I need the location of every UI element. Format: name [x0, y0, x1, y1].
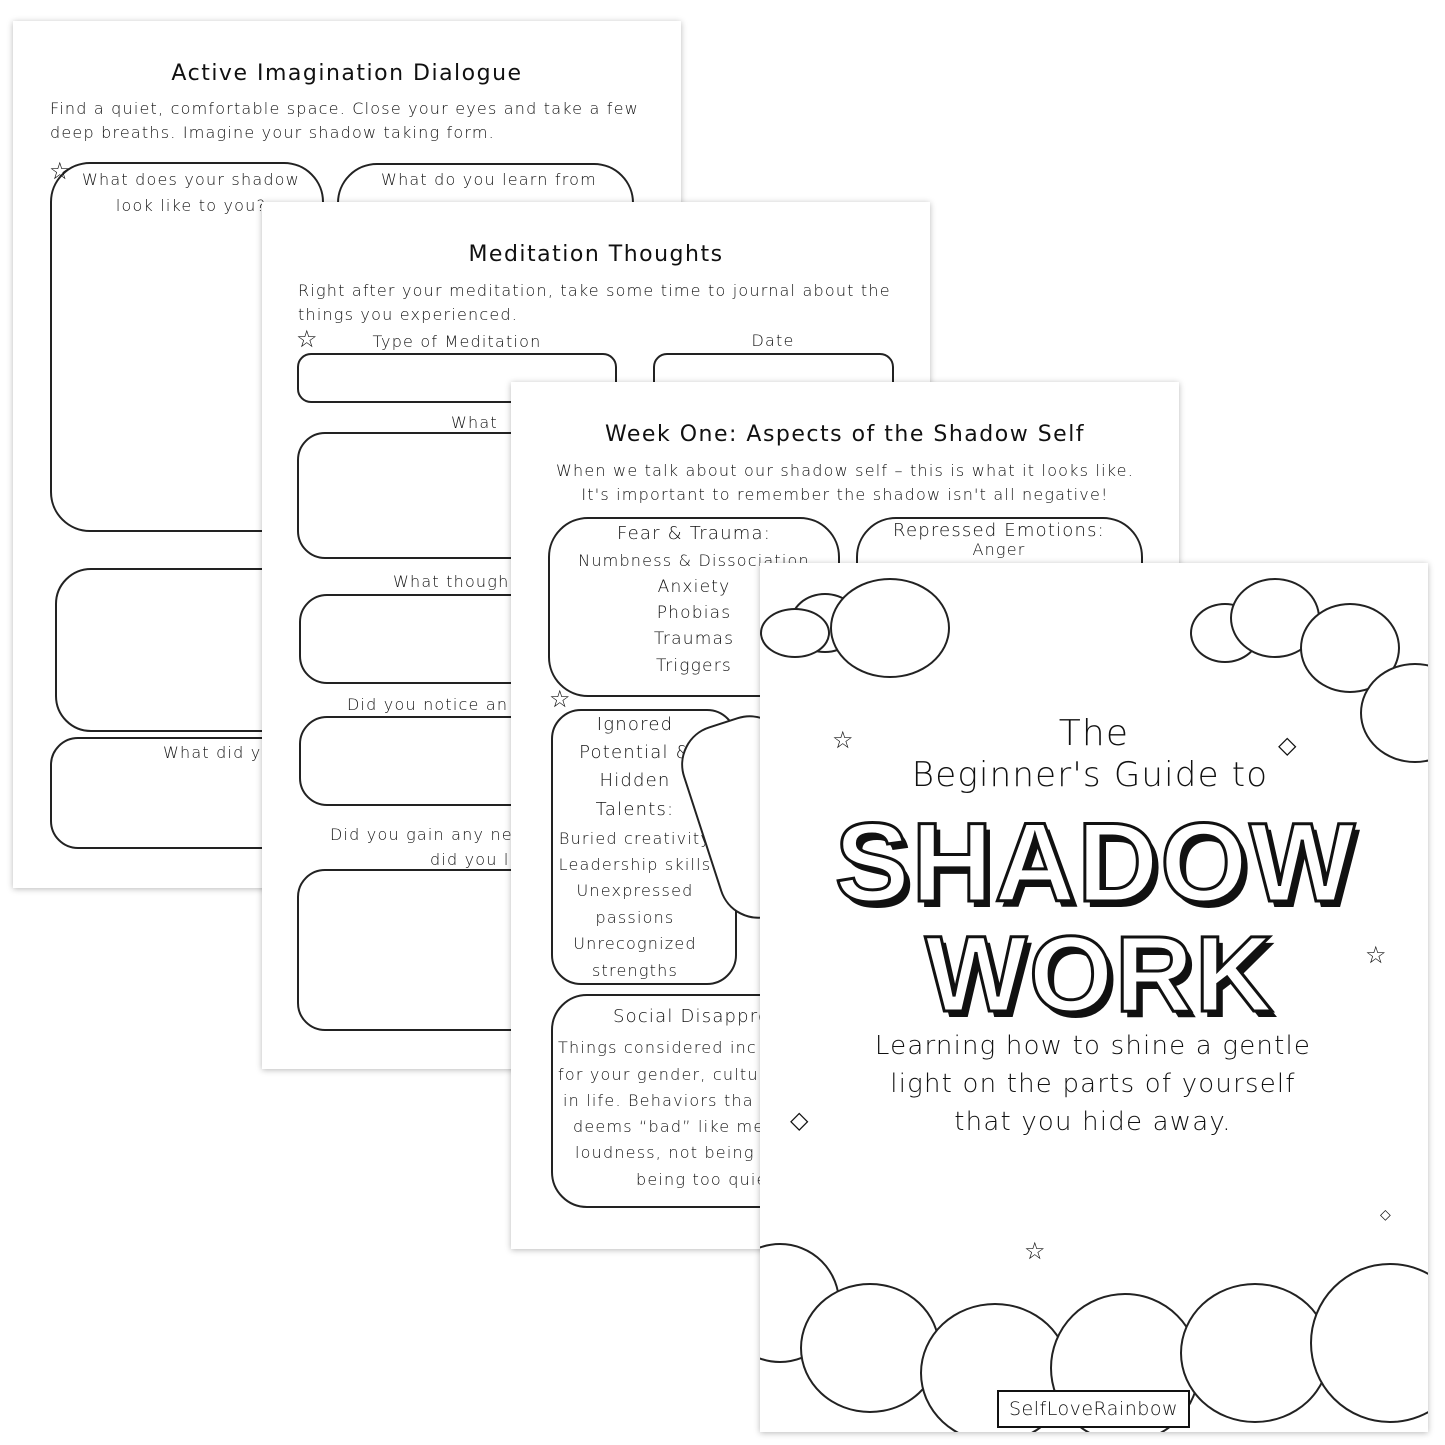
worksheet-aspects-shadow-self: Week One: Aspects of the Shadow Self Whe… — [511, 382, 1179, 1249]
bubble-heading: Fear & Trauma: — [617, 523, 771, 544]
bubble-heading: Ignored — [596, 714, 674, 735]
question: What — [451, 413, 498, 432]
cover-tagline: that you hide away. — [954, 1107, 1232, 1137]
bubble-item: Leadership skills — [558, 855, 712, 874]
intro-line: It's important to remember the shadow is… — [581, 485, 1109, 504]
bubble-heading: Hidden — [599, 770, 671, 791]
bubble-heading: Talents: — [595, 799, 675, 820]
cover-title-work: WORK — [924, 912, 1275, 1036]
date-label: Date — [751, 331, 795, 350]
cover-the: The — [1058, 713, 1130, 754]
cover-page: ☆ ◇ ☆ ◇ ◇ ☆ The Beginner's Guide to SHAD… — [760, 563, 1428, 1432]
intro-line: deep breaths. Imagine your shadow taking… — [50, 123, 495, 142]
bubble-item: loudness, not being — [575, 1143, 755, 1162]
cover-subtitle-top: Beginner's Guide to — [911, 755, 1269, 795]
question: What though — [393, 572, 510, 591]
bubble-item: Numbness & Dissociation — [578, 551, 810, 570]
bubble-item: Unexpressed — [576, 881, 694, 900]
bubble-item: passions — [595, 908, 675, 927]
cover-title-shadow: SHADOW — [833, 799, 1358, 927]
bubble-heading: Repressed Emotions: — [893, 520, 1105, 541]
question: Did you gain any ne — [330, 825, 513, 844]
bubble-heading: Social Disappro — [613, 1006, 771, 1027]
bubble-item: Traumas — [653, 629, 735, 649]
star-icon: ☆ — [549, 685, 571, 713]
bubble-item: Anxiety — [657, 577, 731, 597]
star-icon: ☆ — [1365, 941, 1387, 969]
question: What do you learn from — [381, 170, 597, 189]
bubble-item: strengths — [592, 961, 678, 980]
bubble-item: Phobias — [656, 603, 732, 623]
type-label: Type of Meditation — [372, 332, 542, 351]
brand-label: SelfLoveRainbow — [997, 1390, 1190, 1428]
star-icon: ☆ — [296, 325, 318, 353]
cover-tagline: Learning how to shine a gentle — [874, 1031, 1312, 1061]
question: What did y — [163, 743, 262, 762]
bubble-item: Anger — [972, 540, 1026, 559]
bubble-item: for your gender, cultu — [558, 1065, 759, 1084]
bubble-item: Things considered inc — [558, 1038, 757, 1057]
bubble-item: being too quie — [636, 1170, 768, 1189]
intro-line: things you experienced. — [298, 305, 519, 324]
star-icon: ☆ — [1024, 1237, 1046, 1265]
page-title: Active Imagination Dialogue — [171, 61, 523, 86]
intro-line: Right after your meditation, take some t… — [298, 281, 891, 300]
intro-line: Find a quiet, comfortable space. Close y… — [50, 99, 639, 118]
star-icon: ☆ — [49, 157, 71, 185]
question: did you l — [430, 850, 510, 869]
sparkle-icon: ◇ — [1380, 1207, 1391, 1223]
intro-line: When we talk about our shadow self – thi… — [556, 461, 1134, 480]
question: look like to you? — [115, 196, 267, 215]
page-title: Week One: Aspects of the Shadow Self — [604, 422, 1086, 447]
bubble-item: Buried creativity — [558, 829, 712, 848]
star-icon: ☆ — [832, 726, 854, 754]
cover-tagline: light on the parts of yourself — [890, 1069, 1296, 1099]
question: What does your shadow — [82, 170, 300, 189]
page-title: Meditation Thoughts — [468, 242, 724, 267]
bubble-item: deems “bad” like me — [573, 1117, 765, 1136]
sparkle-icon: ◇ — [1278, 731, 1297, 759]
bubble-item: Triggers — [656, 656, 732, 676]
question: Did you notice an — [347, 695, 509, 714]
bubble-item: Unrecognized — [573, 934, 697, 953]
bubble-heading: Potential & — [579, 742, 691, 763]
sparkle-icon: ◇ — [790, 1106, 809, 1134]
bubble-item: in life. Behaviors tha — [563, 1091, 754, 1110]
